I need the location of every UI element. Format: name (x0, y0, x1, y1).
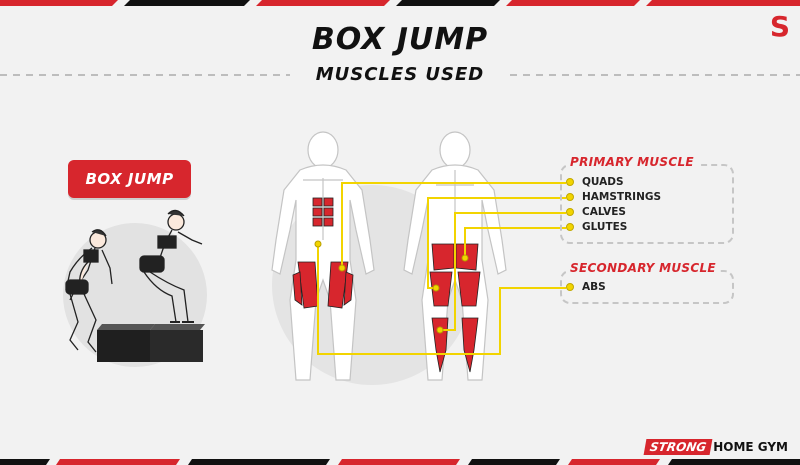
muscle-label: ABS (582, 281, 606, 293)
muscle-label: HAMSTRINGS (582, 191, 662, 203)
brand-home-gym: HOME GYM (713, 440, 788, 454)
plyo-box-left (97, 324, 155, 362)
front-quads-highlight (292, 261, 354, 309)
muscle-item-calves: CALVES (566, 206, 626, 218)
primary-muscle-title: PRIMARY MUSCLE (566, 155, 698, 169)
muscle-item-hamstrings: HAMSTRINGS (566, 191, 661, 203)
muscle-label: QUADS (582, 176, 624, 188)
muscle-item-abs: ABS (566, 281, 606, 293)
connector-abs (317, 244, 566, 355)
connector-hamstrings (427, 197, 566, 289)
muscle-label: GLUTES (582, 221, 628, 233)
bullet-dot-icon (566, 193, 574, 201)
bullet-dot-icon (566, 208, 574, 216)
exercise-label-button[interactable]: BOX JUMP (68, 160, 191, 198)
brand-strong: STRONG (643, 439, 713, 455)
bullet-dot-icon (566, 283, 574, 291)
bullet-dot-icon (566, 178, 574, 186)
plyo-box-right (150, 324, 205, 362)
connector-glutes (464, 227, 566, 258)
muscle-item-glutes: GLUTES (566, 221, 627, 233)
page-title: BOX JUMP (311, 22, 489, 57)
page-subtitle: MUSCLES USED (315, 64, 485, 85)
back-hamstrings-highlight (429, 271, 481, 307)
brand-logo-mark: S (769, 10, 790, 43)
athlete-figure-landing (139, 209, 203, 323)
connector-endpoints (314, 240, 469, 334)
connector-lines (317, 182, 566, 355)
secondary-muscle-title: SECONDARY MUSCLE (566, 261, 720, 275)
connector-quads (341, 182, 566, 268)
brand-logo: STRONG HOME GYM (643, 439, 788, 455)
body-front (271, 131, 375, 381)
bullet-dot-icon (566, 223, 574, 231)
muscle-item-quads: QUADS (566, 176, 624, 188)
back-calves-highlight (431, 317, 479, 373)
top-stripes (0, 0, 800, 6)
connector-calves (440, 212, 566, 331)
front-abs-highlight (312, 197, 334, 227)
muscle-label: CALVES (582, 206, 626, 218)
athlete-figure-crouch (65, 229, 113, 353)
bottom-stripes (0, 459, 800, 465)
